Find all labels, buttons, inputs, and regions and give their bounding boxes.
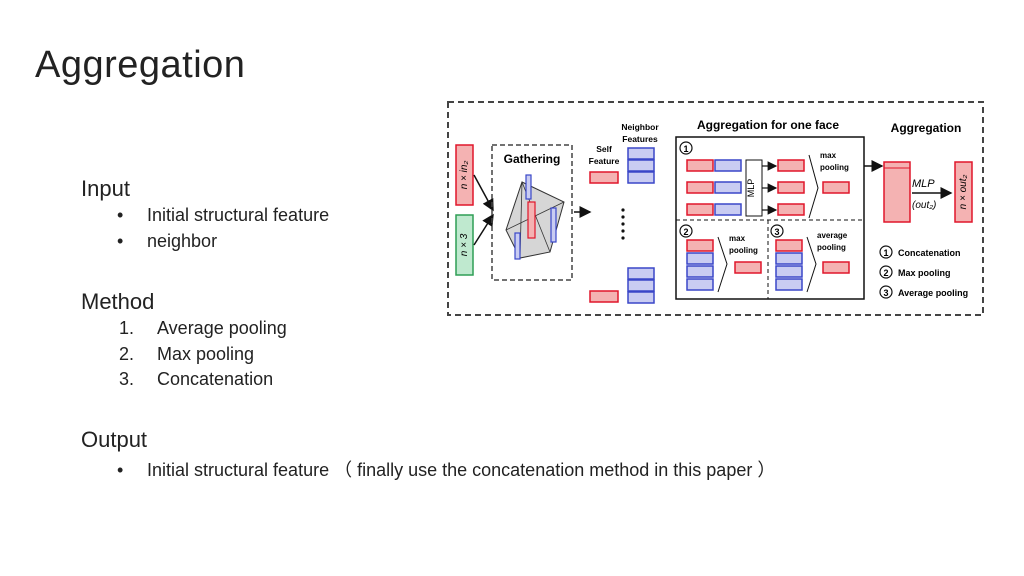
method-item-3: 3. Concatenation <box>119 369 273 390</box>
circle-2-icon <box>679 224 693 238</box>
method-item-1-num: 1. <box>119 318 135 338</box>
gather-neighbor-bar-1 <box>525 174 532 200</box>
max-pooling-2-b: pooling <box>729 246 758 255</box>
legend-circle-2-number: 2 <box>883 268 888 278</box>
legend-circle-2-icon <box>879 265 893 279</box>
legend-circle-3-icon <box>879 285 893 299</box>
self-feature-box-2 <box>589 290 619 303</box>
circle-1-number: 1 <box>683 144 688 154</box>
max-pooling-2-a: max <box>729 234 746 243</box>
output-bullet-1-text: Initial structural feature （ finally use… <box>147 460 776 480</box>
output-label: n × out₂ <box>958 174 969 209</box>
legend-concatenation: Concatenation <box>898 248 961 258</box>
gathering-box <box>491 144 573 281</box>
average-pooling-a: average <box>817 231 848 240</box>
self-feature-box <box>589 171 619 184</box>
method-item-3-text: Concatenation <box>157 369 274 389</box>
method-item-1: 1. Average pooling <box>119 318 287 339</box>
outer-frame <box>447 101 984 316</box>
gather-self-bar <box>527 201 536 239</box>
input-bullet-1-text: Initial structural feature <box>147 205 330 225</box>
circle-1-icon <box>679 141 693 155</box>
aggregation-one-face-label: Aggregation for one face <box>697 118 839 132</box>
method-item-3-num: 3. <box>119 369 135 389</box>
legend-average-pooling: Average pooling <box>898 288 968 298</box>
gather-neighbor-bar-2 <box>514 232 521 260</box>
input-heading: Input <box>81 176 130 201</box>
method-heading: Method <box>81 289 155 314</box>
neighbor-features-label-1: Neighbor <box>621 122 659 132</box>
method-item-2: 2. Max pooling <box>119 344 254 365</box>
input-bottom-label: n × 3 <box>459 233 470 256</box>
gathering-label: Gathering <box>504 152 561 166</box>
input-bullet-2-text: neighbor <box>147 231 218 251</box>
circle-3-number: 3 <box>774 227 779 237</box>
method-item-2-num: 2. <box>119 344 135 364</box>
legend-circle-1-number: 1 <box>883 248 888 258</box>
gather-neighbor-bar-3 <box>550 207 557 243</box>
arrow-in-2 <box>473 213 494 246</box>
aggregation-label: Aggregation <box>891 121 962 135</box>
mlp-italic-label: MLP <box>912 178 935 190</box>
neighbor-box-6 <box>627 291 655 304</box>
neighbor-box-1 <box>627 147 655 160</box>
output-box <box>954 161 973 223</box>
input-coord-box <box>455 214 474 276</box>
self-feature-label-1: Self <box>596 144 612 154</box>
out2-label: (out₂) <box>912 200 936 211</box>
input-top-label: n × in₂ <box>459 161 470 190</box>
output-heading: Output <box>81 427 148 452</box>
arrow-in-1 <box>473 174 494 212</box>
neighbor-features-label-2: Features <box>622 134 658 144</box>
neighbor-box-3 <box>627 171 655 184</box>
self-feature-label-2: Feature <box>589 156 620 166</box>
mlp-box-label: MLP <box>746 179 756 198</box>
method-item-2-text: Max pooling <box>157 344 255 364</box>
input-feature-box <box>455 144 474 206</box>
legend-circle-1-icon <box>879 245 893 259</box>
input-bullet-1: •Initial structural feature <box>117 205 330 225</box>
slide-title: Aggregation <box>35 44 246 86</box>
aggregated-feature-box <box>883 161 911 223</box>
output-bullet-1: •Initial structural feature （ finally us… <box>117 460 776 480</box>
aggregation-diagram: n × in₂ n × 3 Gathering Self Feature Nei… <box>447 101 984 316</box>
neighbor-box-2 <box>627 159 655 172</box>
neighbor-box-4 <box>627 267 655 280</box>
input-bullet-2: •neighbor <box>117 231 218 251</box>
circle-2-number: 2 <box>683 227 688 237</box>
circle-3-icon <box>770 224 784 238</box>
average-pooling-b: pooling <box>817 243 846 252</box>
legend-max-pooling: Max pooling <box>898 268 951 278</box>
legend-circle-3-number: 3 <box>883 288 888 298</box>
one-face-box <box>675 136 865 300</box>
max-pooling-1-a: max <box>820 151 837 160</box>
method-item-1-text: Average pooling <box>157 318 287 338</box>
max-pooling-1-b: pooling <box>820 163 849 172</box>
neighbor-box-5 <box>627 279 655 292</box>
